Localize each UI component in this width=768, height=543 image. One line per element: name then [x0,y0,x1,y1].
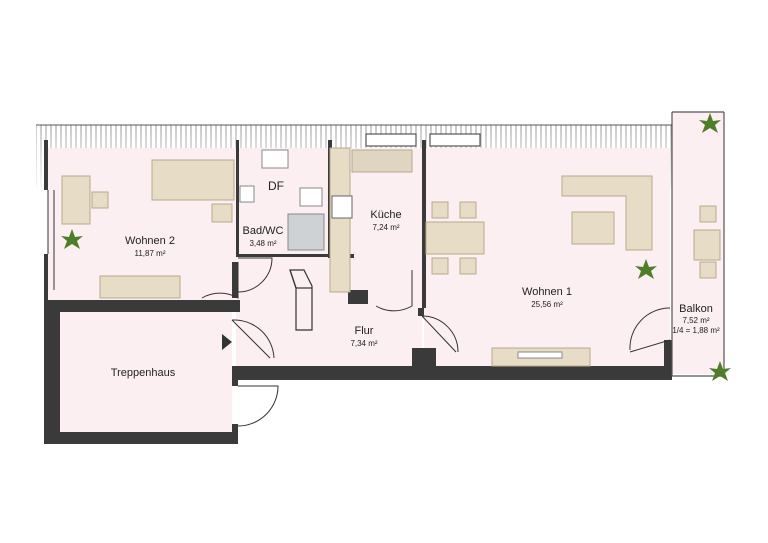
sideboard-wohnen2 [99,275,181,299]
chair [431,257,449,275]
plant-icon [635,259,657,279]
coffee-table [571,211,615,245]
room-name-bad: Bad/WC [243,225,284,237]
room-name-treppenhaus: Treppenhaus [111,367,176,379]
dining-table [425,221,485,255]
room-area-wohnen1: 25,56 m² [531,300,563,309]
room-name-wohnen2: Wohnen 2 [125,235,175,247]
room-area-kueche: 7,24 m² [372,223,399,232]
stair-arrow-icon [222,334,232,350]
desk-chair [91,191,109,209]
room-name-kueche: Küche [370,209,401,221]
nightstand [211,203,233,223]
room-area-wohnen2: 11,87 m² [135,249,166,258]
plant-icon [709,361,731,381]
room-name-flur: Flur [355,325,374,337]
plants [61,113,731,381]
attic-stair [289,269,313,331]
plant-icon [61,229,83,249]
room-area-note-balkon: 1/4 = 1,88 m² [672,326,720,335]
shower [287,213,325,251]
cooktop [331,195,353,219]
bed [151,159,235,201]
balcony-table [693,229,721,261]
wall-outlines [47,111,725,377]
toilet [299,187,323,207]
tv [517,351,563,359]
room-area-flur: 7,34 m² [350,339,377,348]
room-area-balkon: 7,52 m² [682,316,709,325]
room-labels: Wohnen 2 11,87 m² Bad/WC 3,48 m² DF Küch… [111,179,720,379]
room-name-balkon: Balkon [679,303,713,315]
balcony-chair [699,261,717,279]
doors [201,257,671,427]
kitchen-top [351,149,413,173]
chair [431,201,449,219]
chair [459,201,477,219]
room-area-bad: 3,48 m² [249,239,276,248]
floor-treppenhaus [60,312,232,434]
chair [459,257,477,275]
plant-icon [699,113,721,133]
desk [61,175,91,225]
sink-wc [239,185,255,203]
room-name-df: DF [268,179,284,193]
washbasin [261,149,289,169]
sofa [561,175,653,251]
kitchen-counter [329,147,351,293]
room-name-wohnen1: Wohnen 1 [522,286,572,298]
balcony-chair [699,205,717,223]
floor-flur [236,256,422,366]
furniture [61,147,721,367]
